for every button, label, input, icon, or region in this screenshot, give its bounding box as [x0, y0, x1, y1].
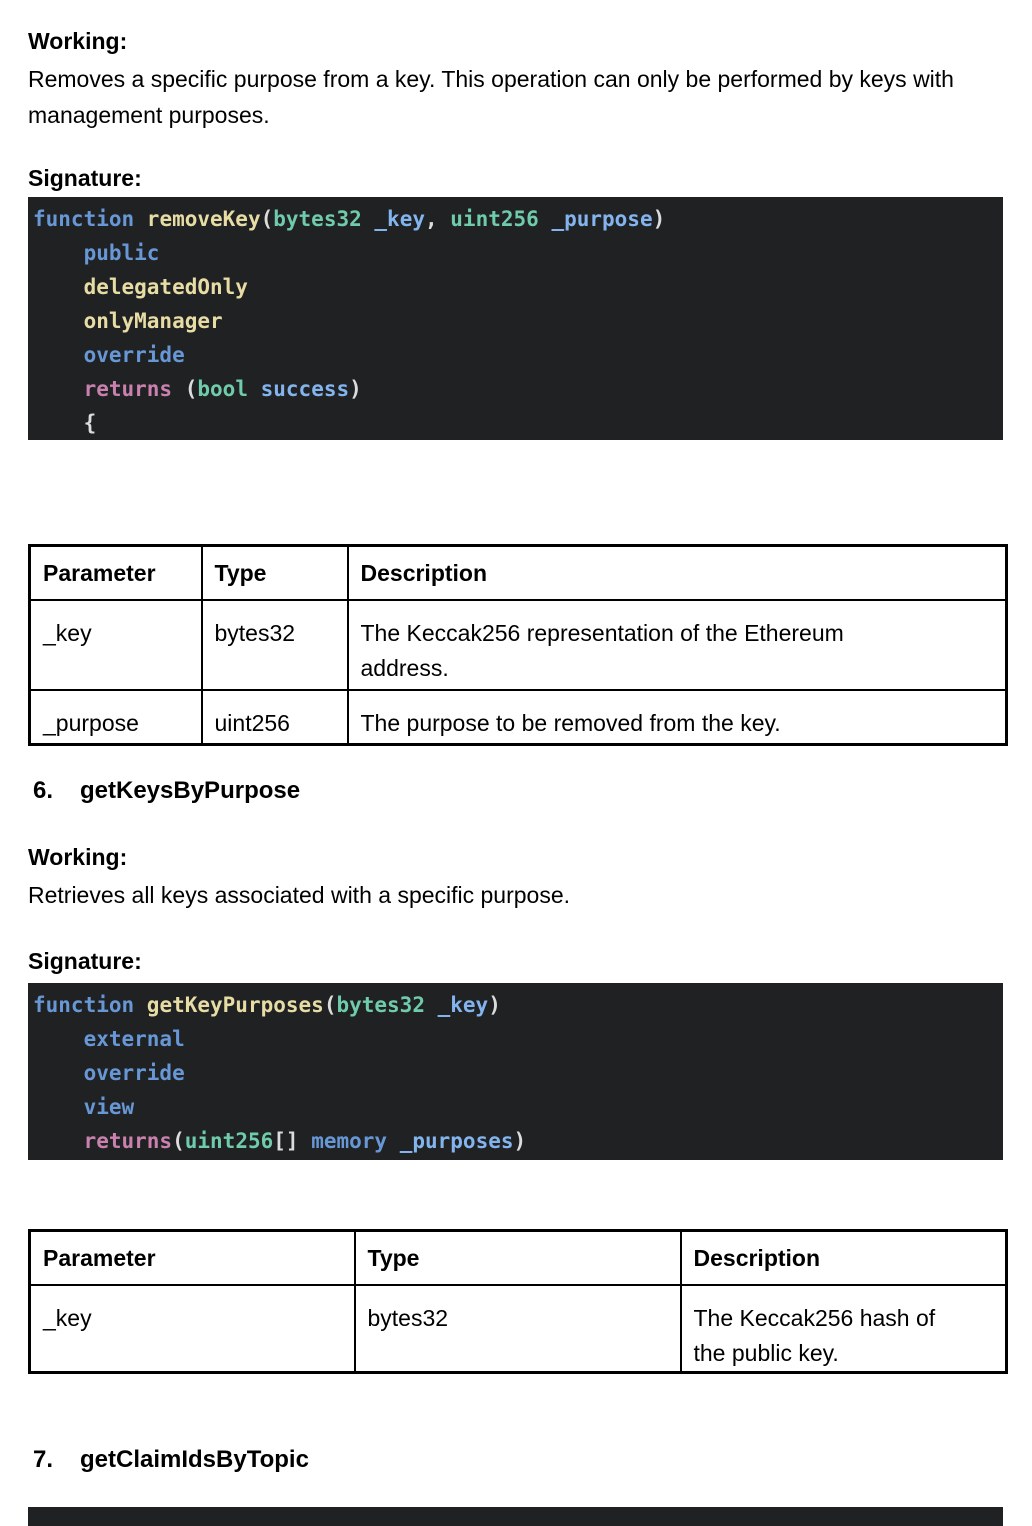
col-header-description: Description	[679, 1229, 1008, 1286]
param-type-cell: bytes32	[200, 599, 349, 691]
col-header-parameter: Parameter	[28, 1229, 356, 1286]
working-heading: Working:	[28, 844, 128, 870]
code-line: returns(uint256[] memory _purposes)	[83, 1129, 527, 1153]
table-header-row: Parameter Type Description	[28, 544, 1008, 601]
code-line: external	[83, 1027, 185, 1051]
table-header-row: Parameter Type Description	[28, 1229, 1008, 1286]
col-header-type: Type	[353, 1229, 682, 1286]
section-number: 7.	[33, 1446, 54, 1473]
code-line: delegatedOnly	[83, 275, 248, 299]
code-block-removekey: function removeKey(bytes32 _key, uint256…	[28, 197, 1003, 440]
code-line: returns (bool success)	[83, 377, 362, 401]
code-line: function getKeyPurposes(bytes32 _key)	[33, 993, 501, 1017]
code-line: override	[83, 1061, 185, 1085]
section-heading-getclaimidsbytopic: 7. getClaimIdsByTopic	[33, 1446, 309, 1474]
col-header-description: Description	[346, 544, 1008, 601]
section-number: 6.	[33, 777, 54, 804]
working-heading: Working:	[28, 28, 128, 54]
code-line: view	[83, 1095, 135, 1119]
param-description-cell: The purpose to be removed from the key.	[346, 689, 1008, 746]
table-row: _key bytes32 The Keccak256 representatio…	[28, 599, 1008, 691]
param-name-cell: _key	[28, 599, 203, 691]
code-line: {	[83, 411, 97, 435]
param-type-cell: bytes32	[353, 1284, 682, 1374]
col-header-type: Type	[200, 544, 349, 601]
section-title: getKeysByPurpose	[80, 777, 301, 804]
code-line: public	[83, 241, 160, 265]
working-text: Removes a specific purpose from a key. T…	[28, 66, 954, 128]
table-row: _key bytes32 The Keccak256 hash of the p…	[28, 1284, 1008, 1374]
parameters-table-removekey: Parameter Type Description _key bytes32 …	[28, 544, 1008, 746]
param-name-cell: _purpose	[28, 689, 203, 746]
next-code-block-cutoff	[28, 1507, 1003, 1526]
section-heading-getkeysbypurpose: 6. getKeysByPurpose	[33, 777, 300, 805]
section-title: getClaimIdsByTopic	[80, 1446, 309, 1473]
signature-heading: Signature:	[28, 165, 142, 191]
code-line: override	[83, 343, 185, 367]
working-text: Retrieves all keys associated with a spe…	[28, 882, 571, 908]
parameters-table-getkeypurposes: Parameter Type Description _key bytes32 …	[28, 1229, 1008, 1374]
param-type-cell: uint256	[200, 689, 349, 746]
table-row: _purpose uint256 The purpose to be remov…	[28, 689, 1008, 746]
signature-heading: Signature:	[28, 948, 142, 974]
param-name-cell: _key	[28, 1284, 356, 1374]
param-description-cell: The Keccak256 hash of the public key.	[679, 1284, 1008, 1374]
col-header-parameter: Parameter	[28, 544, 203, 601]
code-block-getkeypurposes: function getKeyPurposes(bytes32 _key) ex…	[28, 983, 1003, 1160]
code-line: function removeKey(bytes32 _key, uint256…	[33, 207, 666, 231]
code-line: onlyManager	[83, 309, 223, 333]
param-description-cell: The Keccak256 representation of the Ethe…	[346, 599, 1008, 691]
